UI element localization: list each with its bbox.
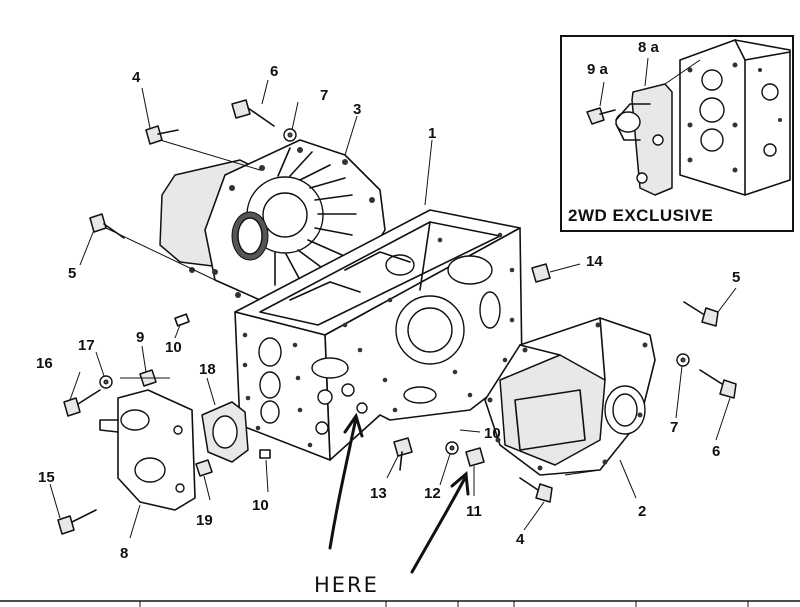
callout-15: 15: [38, 469, 55, 486]
handwritten-annotation: HERE: [314, 412, 470, 597]
rear-housing: [484, 317, 656, 476]
table-edge: [0, 600, 800, 607]
callout-4-upper: 4: [132, 69, 141, 86]
callout-2: 2: [638, 503, 646, 520]
callout-19: 19: [196, 512, 213, 529]
callout-7-upper: 7: [320, 87, 328, 104]
callout-8: 8: [120, 545, 128, 562]
callout-11: 11: [466, 503, 482, 520]
inset-2wd-exclusive: 9 a 8 a 2WD EXCLUSIVE: [560, 35, 794, 232]
callout-1: 1: [428, 125, 436, 142]
callout-9a: 9 a: [587, 61, 609, 78]
callout-10-upper: 10: [165, 339, 182, 356]
seal-plate: [201, 401, 249, 463]
transmission-case: [234, 209, 523, 461]
callout-5-right: 5: [732, 269, 740, 286]
callout-7-right: 7: [670, 419, 678, 436]
callout-4-lower: 4: [516, 531, 525, 548]
callout-10-right: 10: [484, 425, 501, 442]
callout-14: 14: [586, 253, 603, 270]
callouts: 4 6 7 3 1 5 10 14 5 17 9 16 18 7 6 10 15…: [36, 63, 740, 562]
callout-6-upper: 6: [270, 63, 278, 80]
inset-title: 2WD EXCLUSIVE: [568, 206, 713, 225]
callout-3: 3: [353, 101, 361, 118]
here-note: HERE: [314, 573, 379, 597]
callout-18: 18: [199, 361, 216, 378]
callout-6-right: 6: [712, 443, 720, 460]
leader-lines: [49, 79, 737, 539]
callout-5-left: 5: [68, 265, 76, 282]
callout-8a: 8 a: [638, 39, 660, 56]
callout-17: 17: [78, 337, 95, 354]
callout-12: 12: [424, 485, 441, 502]
callout-10-lower: 10: [252, 497, 269, 514]
callout-16: 16: [36, 355, 53, 372]
callout-13: 13: [370, 485, 387, 502]
front-cover: [99, 389, 196, 511]
fasteners: [57, 99, 737, 535]
callout-9: 9: [136, 329, 144, 346]
